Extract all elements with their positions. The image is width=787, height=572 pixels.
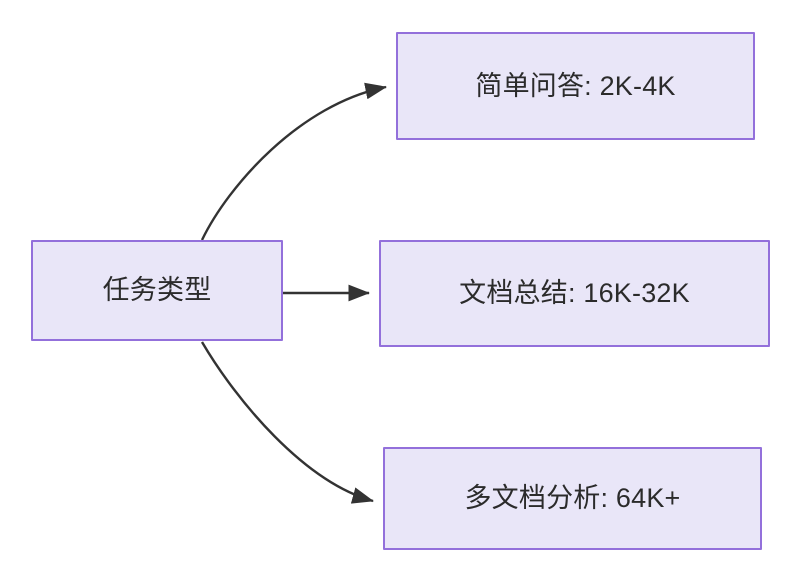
- edge-task-type-to-multi-doc-analysis: [200, 341, 374, 504]
- node-doc-summary[interactable]: 文档总结: 16K-32K: [379, 240, 770, 347]
- node-multi-doc-analysis-label: 多文档分析: 64K+: [464, 483, 681, 514]
- node-simple-qa[interactable]: 简单问答: 2K-4K: [396, 32, 755, 140]
- node-task-type-label: 任务类型: [102, 275, 212, 306]
- node-multi-doc-analysis[interactable]: 多文档分析: 64K+: [383, 447, 762, 550]
- node-task-type[interactable]: 任务类型: [31, 240, 283, 341]
- node-doc-summary-label: 文档总结: 16K-32K: [459, 278, 690, 309]
- node-simple-qa-label: 简单问答: 2K-4K: [475, 70, 676, 101]
- edge-task-type-to-simple-qa: [200, 82, 387, 241]
